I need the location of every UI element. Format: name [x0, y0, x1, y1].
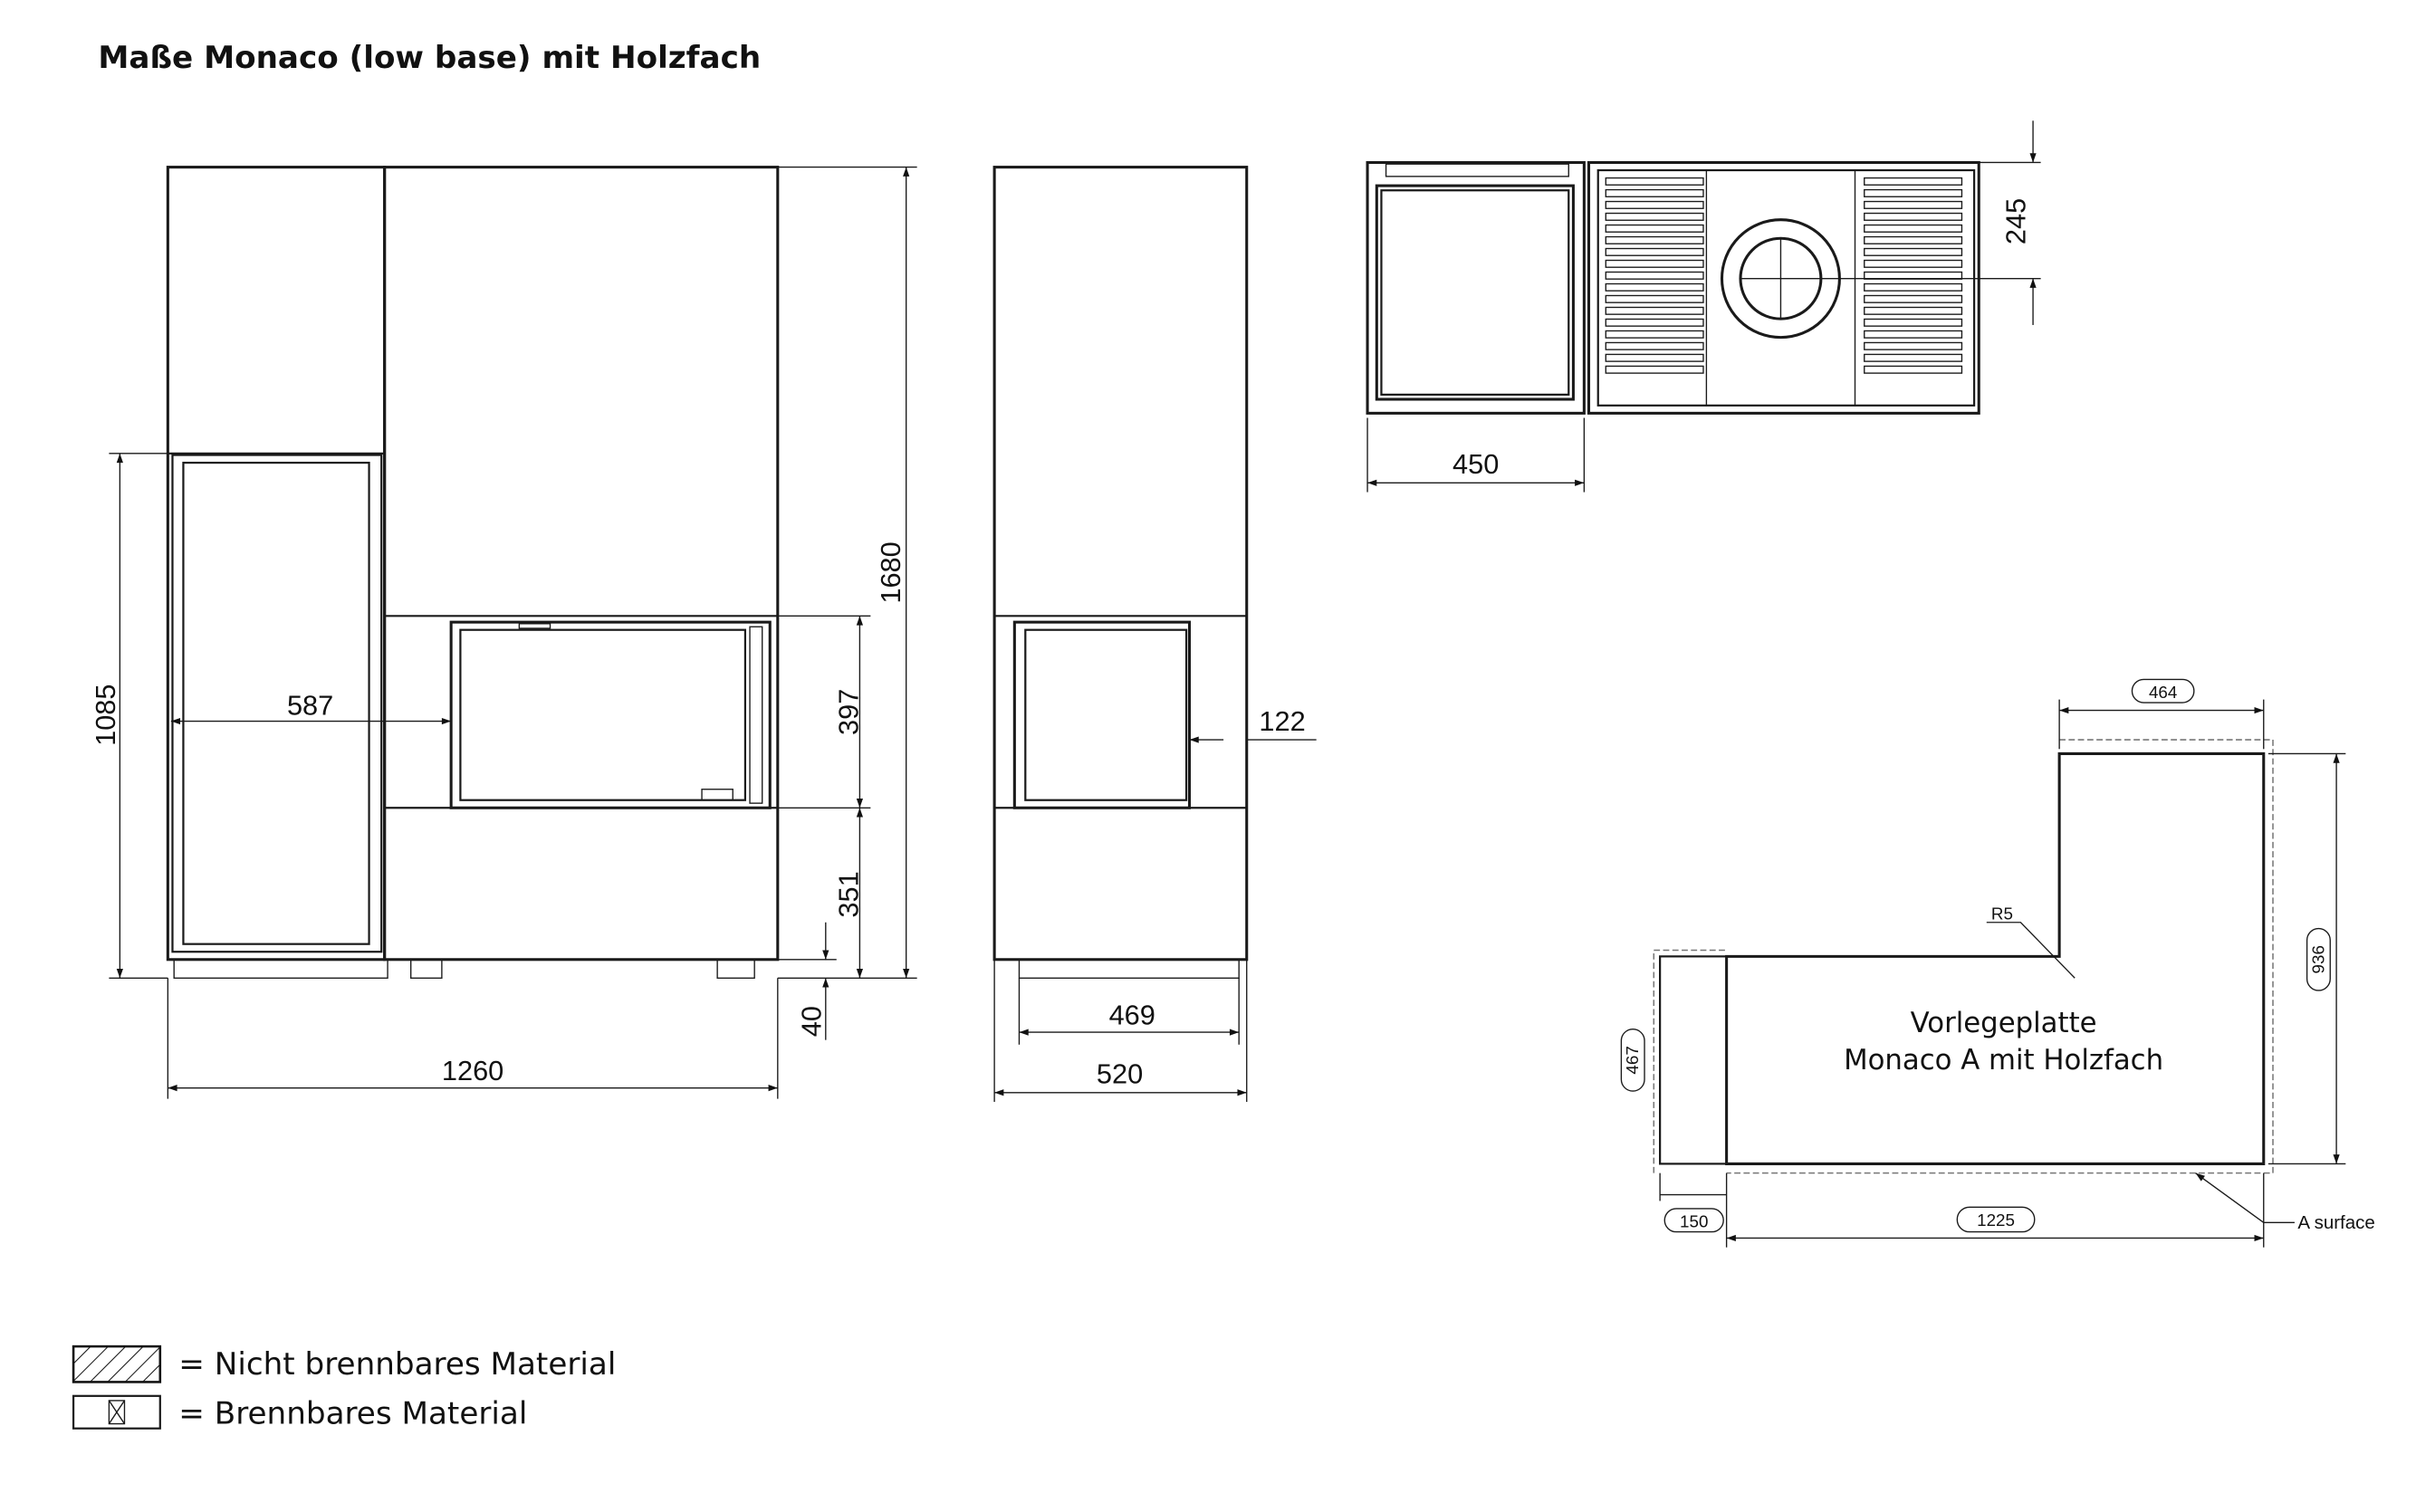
grate-right: [1864, 177, 1963, 374]
dim-wood-width-top: 450: [1452, 448, 1499, 480]
floor-plate: Vorlegeplatte Monaco A mit Holzfach 464 …: [1620, 678, 2375, 1248]
grate-slat: [1605, 282, 1704, 292]
page-title: Maße Monaco (low base) mit Holzfach: [98, 40, 761, 76]
legend-combustible: = Brennbares Material: [178, 1396, 527, 1432]
hatched-symbol: [72, 1345, 162, 1383]
dim-wood-width: 587: [287, 690, 333, 722]
grate-slat: [1864, 282, 1963, 292]
grate-slat: [1864, 177, 1963, 186]
dim-total-depth: 520: [1097, 1058, 1143, 1090]
side-door: [1012, 620, 1192, 809]
grate-slat: [1864, 306, 1963, 315]
dim-door-depth: 122: [1259, 705, 1305, 737]
grate-slat: [1605, 224, 1704, 233]
grate-slat: [1605, 318, 1704, 327]
dim-wood-height: 1085: [90, 684, 121, 745]
top-view: 245 450: [1366, 120, 2041, 493]
grate-slat: [1864, 235, 1963, 244]
grate-slat: [1605, 235, 1704, 244]
grate-left: [1605, 177, 1704, 374]
grate-slat: [1605, 247, 1704, 256]
grate-slat: [1605, 294, 1704, 303]
stove-body: [383, 166, 780, 962]
dim-feet-height: 40: [796, 1006, 828, 1037]
dim-plate-height-right: 936: [2308, 945, 2327, 973]
dim-plate-height-left: 467: [1623, 1046, 1642, 1074]
dim-firebox-height: 397: [833, 689, 865, 735]
grate-slat: [1864, 294, 1963, 303]
dim-total-width: 1260: [442, 1055, 503, 1086]
grate-slat: [1864, 330, 1963, 339]
firebox-door: [449, 620, 772, 809]
grate-slat: [1605, 306, 1704, 315]
grate-slat: [1605, 188, 1704, 197]
grate-slat: [1605, 353, 1704, 362]
plate-left-strip: [1659, 955, 1728, 1165]
grate-slat: [1605, 341, 1704, 350]
crossed-symbol: [72, 1394, 161, 1430]
plate-label-1: Vorlegeplatte: [1911, 1007, 2097, 1039]
grate-slat: [1864, 247, 1963, 256]
grate-slat: [1605, 365, 1704, 374]
dim-base-height: 351: [833, 871, 865, 917]
dim-plate-top-width: 464: [2149, 683, 2177, 702]
radius-label: R5: [1991, 904, 2013, 923]
dim-flue-offset: 245: [2000, 198, 2032, 244]
plate-outline: [1725, 751, 2266, 1165]
grate-slat: [1864, 353, 1963, 362]
grate-slat: [1605, 200, 1704, 209]
grate-slat: [1605, 330, 1704, 339]
legend-non-combustible: = Nicht brennbares Material: [178, 1346, 616, 1383]
surface-label: A surface: [2297, 1212, 2374, 1233]
grate-slat: [1605, 212, 1704, 221]
grate-slat: [1864, 212, 1963, 221]
grate-slat: [1864, 365, 1963, 374]
dim-plate-strip-width: 150: [1680, 1211, 1708, 1230]
grate-slat: [1864, 224, 1963, 233]
grate-slat: [1864, 200, 1963, 209]
front-view: 1085 587 1680 397 351 40 1260: [90, 166, 917, 1099]
grate-slat: [1605, 177, 1704, 186]
side-view: 122 469 520: [992, 166, 1317, 1103]
wood-storage-frame: [171, 454, 383, 953]
dim-base-depth: 469: [1109, 1000, 1155, 1031]
dim-plate-main-width: 1225: [1977, 1211, 2015, 1230]
grate-slat: [1864, 188, 1963, 197]
wood-storage-cabinet: [166, 166, 387, 962]
grate-slat: [1864, 318, 1963, 327]
grate-slat: [1864, 341, 1963, 350]
grate-slat: [1605, 271, 1704, 280]
plate-label-2: Monaco A mit Holzfach: [1844, 1044, 2163, 1077]
grate-slat: [1864, 259, 1963, 268]
grate-slat: [1605, 259, 1704, 268]
dim-total-height: 1680: [875, 541, 906, 603]
legend: = Nicht brennbares Material = Brennbares…: [72, 1345, 616, 1432]
